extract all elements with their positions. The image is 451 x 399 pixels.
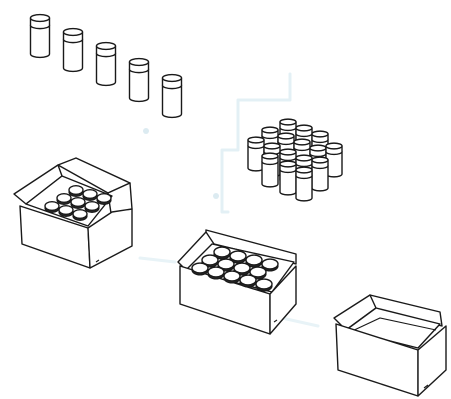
- jar-top: [69, 186, 83, 197]
- jar: [97, 43, 116, 86]
- jar: [130, 59, 149, 102]
- jar: [312, 157, 328, 191]
- jar-top: [73, 210, 87, 221]
- jar-top: [224, 271, 240, 283]
- jar-top: [71, 198, 85, 209]
- flow-line-right: [282, 318, 318, 326]
- jar-top: [45, 202, 59, 213]
- flow-line-left: [140, 258, 175, 262]
- jar: [31, 15, 50, 58]
- jar-top: [57, 194, 71, 205]
- jar: [163, 75, 182, 118]
- jar: [262, 153, 278, 187]
- packed-box-left: [14, 158, 132, 268]
- jar-top: [59, 206, 73, 217]
- empty-box: [334, 295, 446, 396]
- flow-dot: [143, 128, 149, 134]
- jar-top: [97, 194, 111, 205]
- packed-box-center: [178, 230, 296, 334]
- five-empty-jars: [31, 15, 182, 118]
- flow-dot: [213, 193, 219, 199]
- jar: [280, 161, 296, 195]
- jar-cluster: [248, 119, 342, 201]
- jar-top: [192, 263, 208, 275]
- jar-top: [240, 275, 256, 287]
- jar: [296, 167, 312, 201]
- jar-top: [83, 190, 97, 201]
- jar: [64, 29, 83, 72]
- jar-top: [85, 202, 99, 213]
- jar-top: [256, 279, 272, 291]
- jar-top: [208, 267, 224, 279]
